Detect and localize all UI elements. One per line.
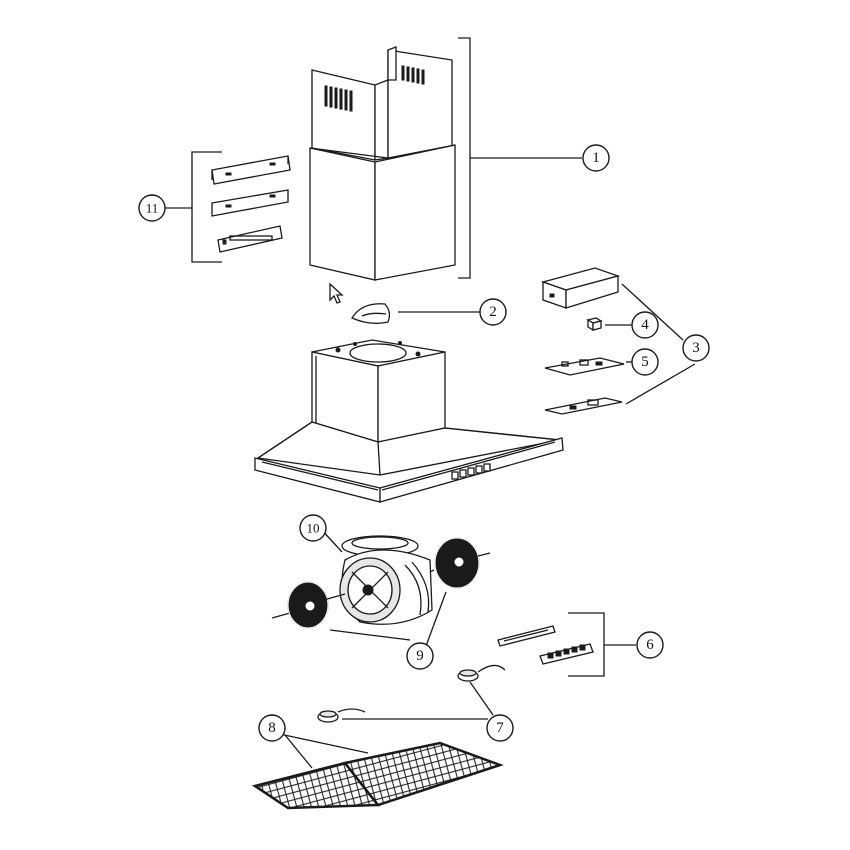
carbon-filter-right xyxy=(429,537,491,589)
svg-text:10: 10 xyxy=(307,521,320,536)
svg-text:1: 1 xyxy=(592,150,600,166)
callout-8: 8 xyxy=(258,714,286,742)
svg-text:8: 8 xyxy=(268,720,276,736)
carbon-filter-left xyxy=(271,581,346,629)
svg-text:11: 11 xyxy=(146,201,159,216)
grease-filters xyxy=(251,732,504,810)
non-return-valve xyxy=(351,303,480,324)
svg-text:5: 5 xyxy=(641,354,649,370)
callout-5: 5 xyxy=(631,348,659,376)
lamps xyxy=(317,664,506,723)
callout-4: 4 xyxy=(631,311,659,339)
callout-10: 10 xyxy=(299,514,327,542)
svg-text:2: 2 xyxy=(489,304,497,320)
callout-6: 6 xyxy=(636,631,664,659)
callout-7: 7 xyxy=(486,714,514,742)
mouse-pointer-icon xyxy=(329,282,344,304)
svg-text:4: 4 xyxy=(641,317,649,333)
svg-text:7: 7 xyxy=(496,720,504,736)
callout-3: 3 xyxy=(682,334,710,362)
control-module-group xyxy=(540,267,696,415)
control-panel-parts xyxy=(497,612,636,677)
chimney-cover xyxy=(309,37,582,281)
mounting-brackets xyxy=(165,151,291,263)
callout-1: 1 xyxy=(582,144,610,172)
svg-text:9: 9 xyxy=(416,648,424,664)
svg-text:6: 6 xyxy=(646,637,654,653)
callout-2: 2 xyxy=(479,298,507,326)
callout-11: 11 xyxy=(138,194,166,222)
motor-assembly xyxy=(319,527,433,625)
callout-9: 9 xyxy=(406,642,434,670)
svg-text:3: 3 xyxy=(692,340,700,356)
hood-body xyxy=(254,339,564,503)
